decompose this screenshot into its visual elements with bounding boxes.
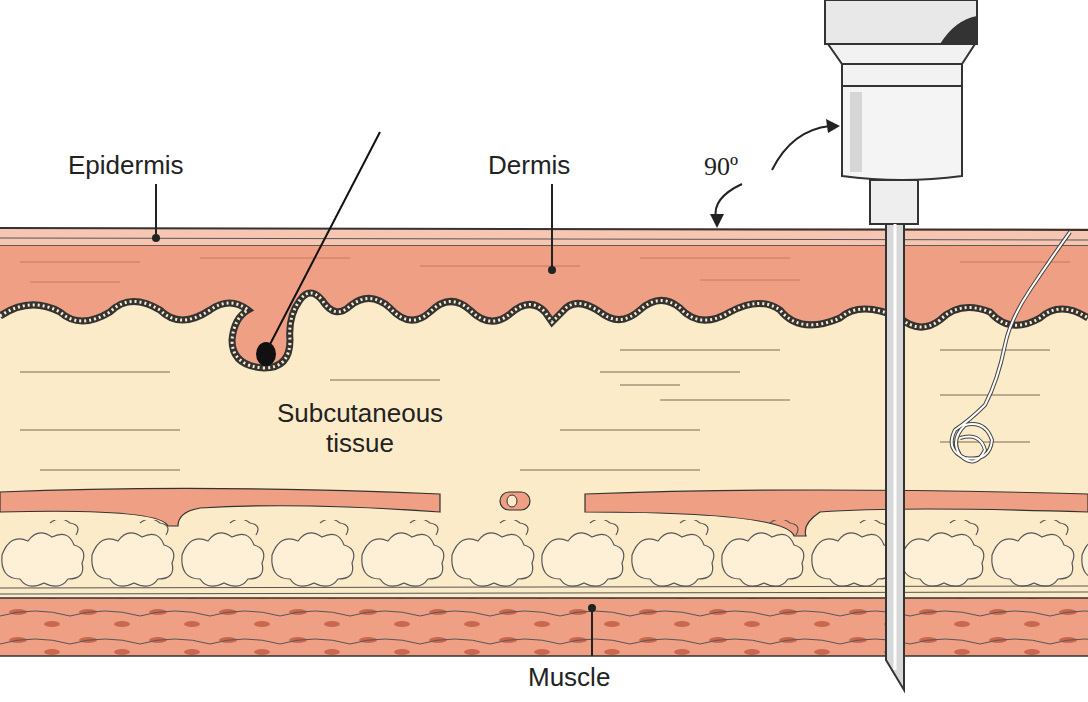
angle-label: 90º [704, 152, 738, 182]
layer-label: Dermis [488, 150, 570, 180]
layer-label: Subcutaneous tissue [250, 398, 470, 458]
layer-label: Muscle [528, 662, 610, 692]
layer-label: Epidermis [68, 150, 184, 180]
